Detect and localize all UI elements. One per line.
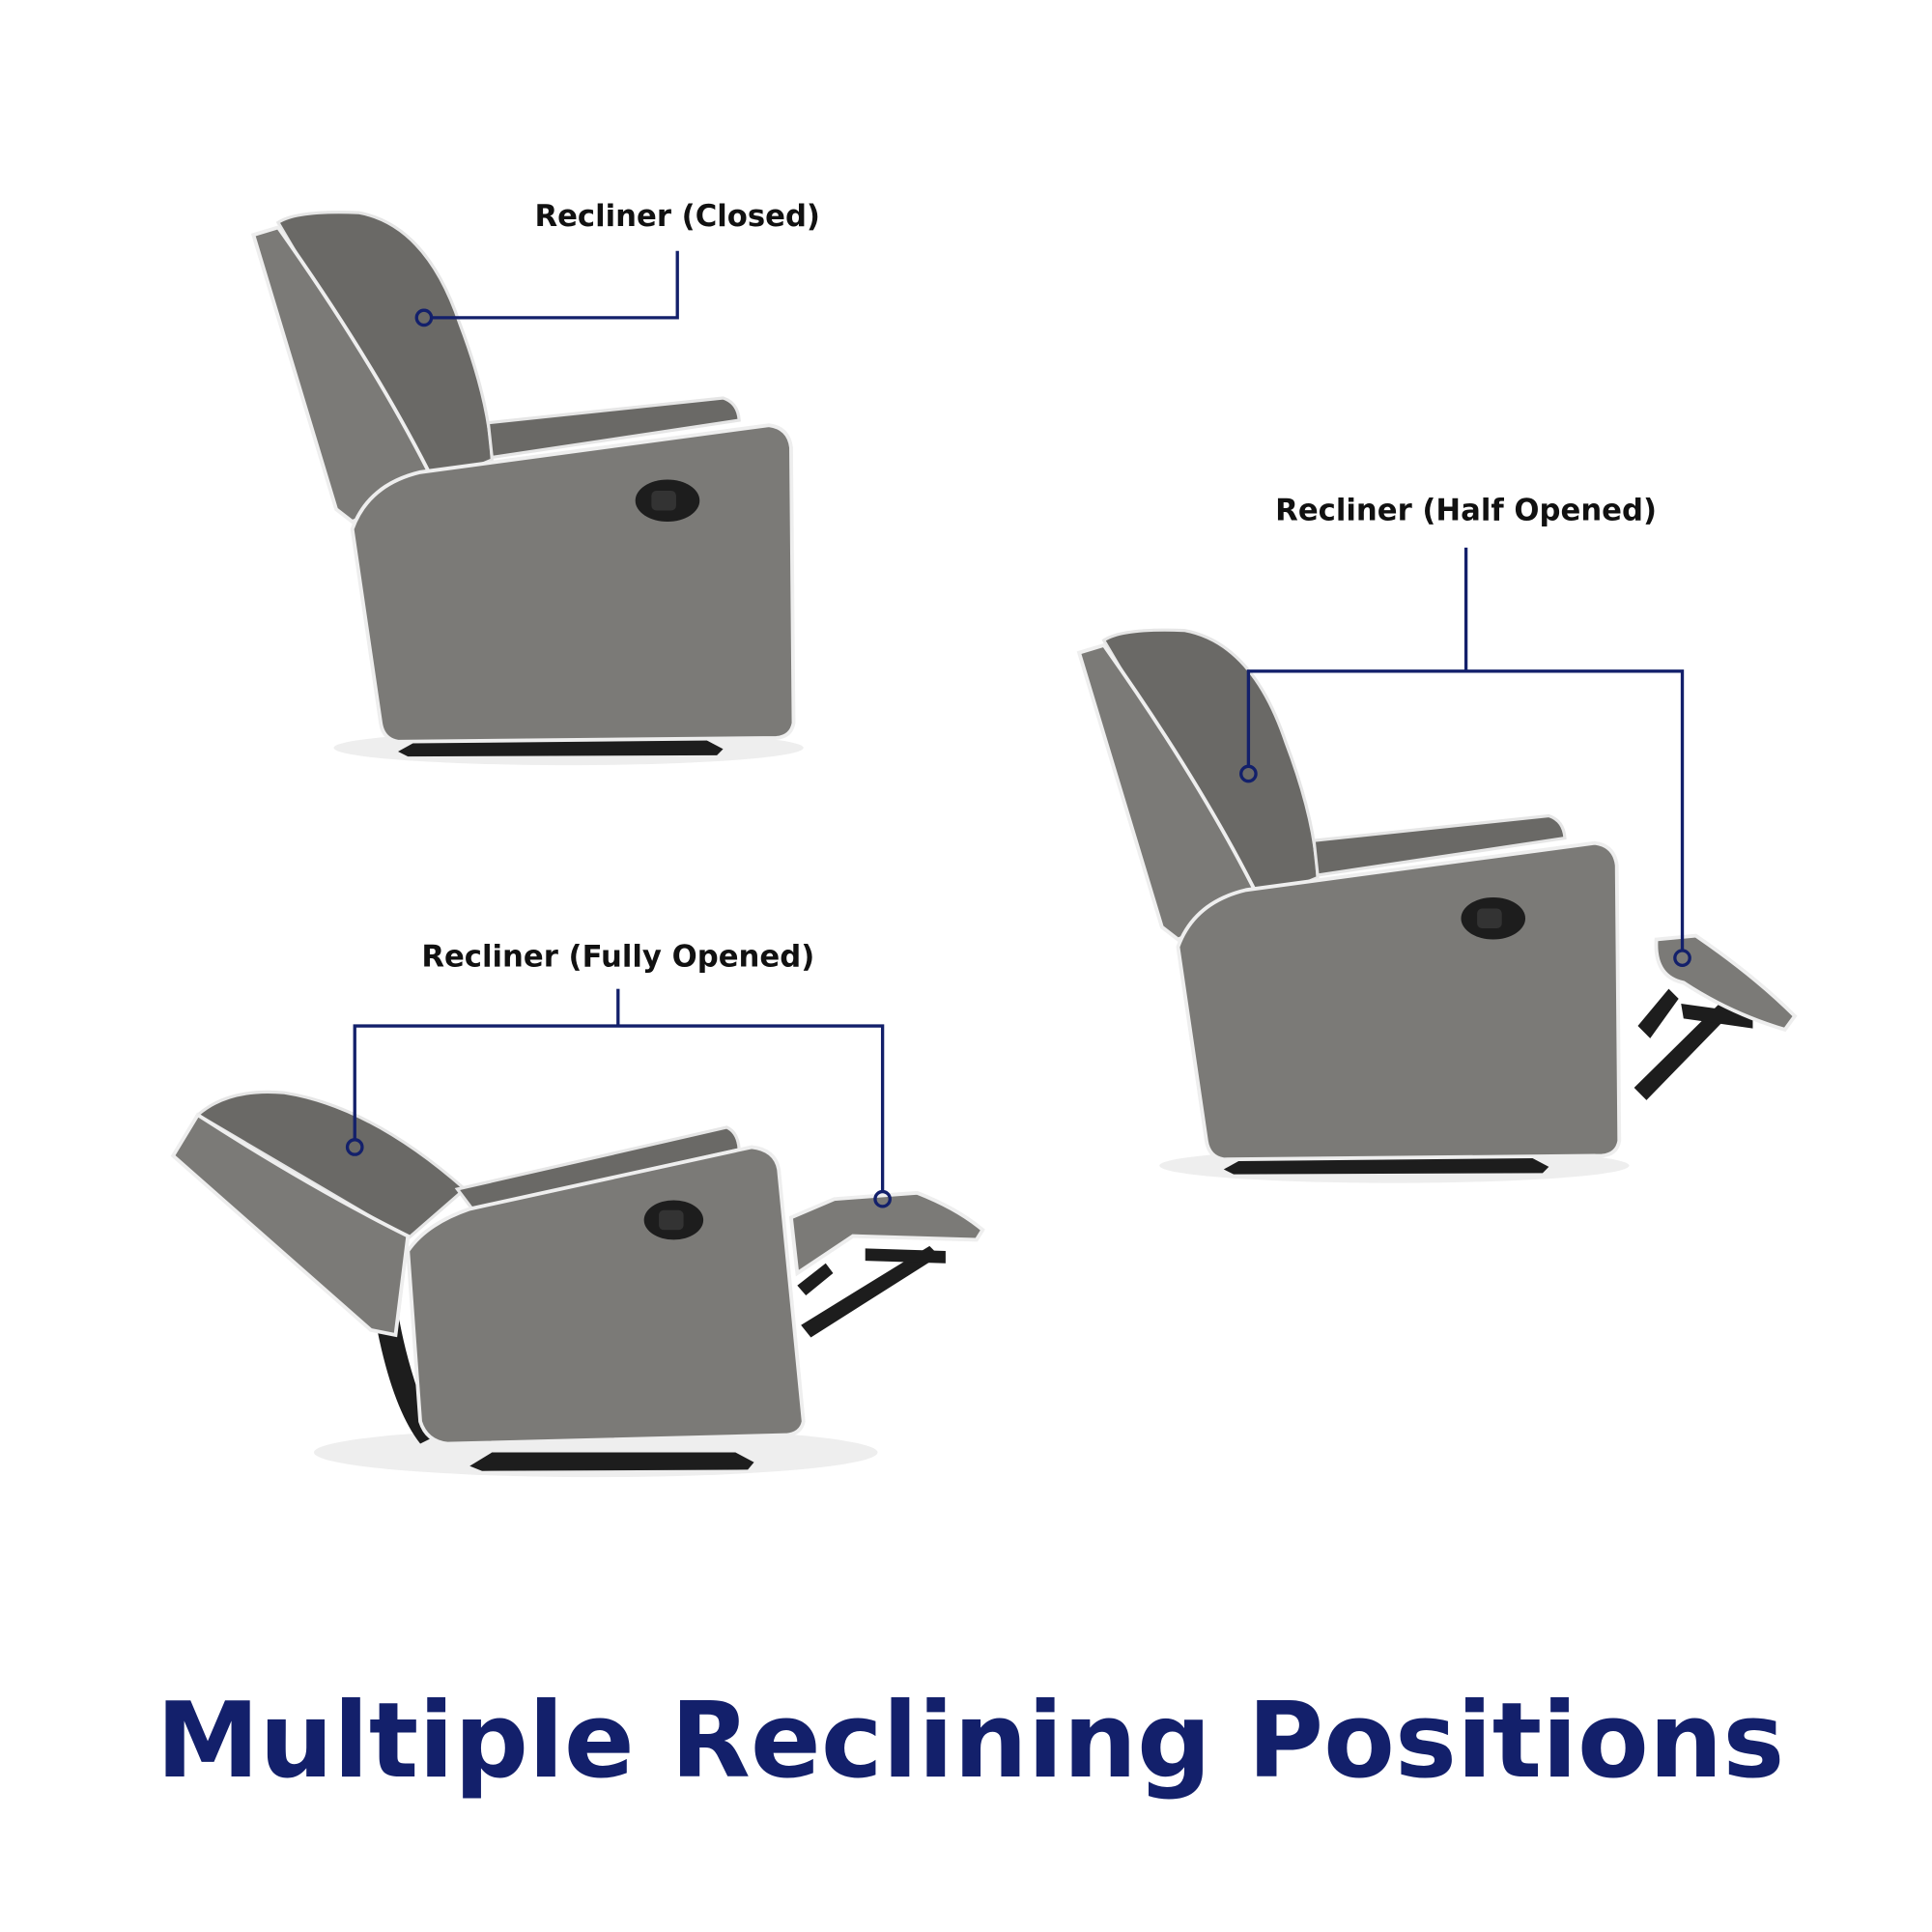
recliner-closed-image — [251, 210, 806, 767]
callout-closed: Recliner (Closed) — [414, 199, 820, 327]
recliner-half-opened-image — [1077, 628, 1798, 1185]
label-recliner-half-opened: Recliner (Half Opened) — [1275, 494, 1657, 528]
label-recliner-closed: Recliner (Closed) — [534, 199, 820, 234]
callout-dot — [345, 1138, 364, 1156]
callout-half-opened: Recliner (Half Opened) — [1239, 494, 1691, 968]
callout-dot — [1673, 949, 1691, 968]
callout-dot — [873, 1189, 892, 1208]
callout-dot — [1239, 764, 1258, 783]
page-title: Multiple Reclining Positions — [156, 1681, 1785, 1802]
recliner-fully-opened-image — [170, 1090, 985, 1478]
callout-fully-opened: Recliner (Fully Opened) — [345, 940, 892, 1208]
callout-dot — [414, 308, 434, 327]
label-recliner-fully-opened: Recliner (Fully Opened) — [421, 940, 814, 975]
